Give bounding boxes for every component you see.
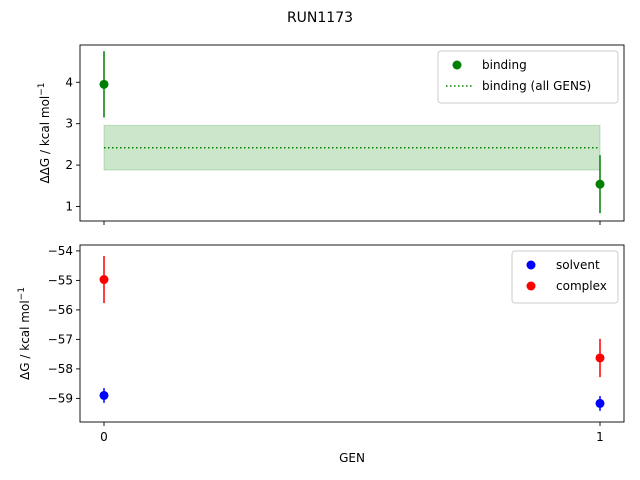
- data-point: [99, 390, 109, 400]
- legend-frame: [511, 250, 619, 304]
- y-axis-label: ΔG / kcal mol−1: [17, 287, 32, 380]
- legend-marker: [452, 60, 462, 70]
- y-tick-label: 4: [65, 75, 73, 89]
- legend-frame: [437, 50, 619, 104]
- y-tick-label: −55: [48, 273, 73, 287]
- y-axis-label: ΔΔG / kcal mol−1: [37, 82, 52, 183]
- y-axis-label-superscript: −1: [17, 287, 27, 300]
- data-point: [595, 353, 605, 363]
- legend-label: binding (all GENS): [482, 79, 591, 93]
- y-tick-label: −54: [48, 244, 73, 258]
- legend-label: complex: [556, 279, 607, 293]
- y-tick-label: 2: [65, 158, 73, 172]
- axes-frame: [79, 244, 625, 423]
- y-tick-label: −59: [48, 391, 73, 405]
- y-tick-label: −56: [48, 303, 73, 317]
- y-tick-label: 3: [65, 117, 73, 131]
- x-tick-label: 1: [596, 430, 604, 444]
- legend-marker: [526, 281, 536, 291]
- legend-label: binding: [482, 58, 527, 72]
- chart-title: RUN1173: [287, 10, 353, 26]
- panel-1: −54 −55 −56 −57 −58 −59 0 1 ΔG / kcal mol−1 solve…: [17, 244, 625, 444]
- legend: solvent complex: [511, 250, 619, 304]
- legend-label: solvent: [556, 258, 600, 272]
- data-point: [99, 79, 109, 89]
- legend-marker: [526, 260, 536, 270]
- y-tick-label: −57: [48, 332, 73, 346]
- y-tick-label: −58: [48, 362, 73, 376]
- data-point: [595, 179, 605, 189]
- data-point: [595, 398, 605, 408]
- x-axis-label: GEN: [339, 451, 365, 465]
- x-tick-label: 0: [100, 430, 108, 444]
- y-tick-label: 1: [65, 200, 73, 214]
- y-axis-label-superscript: −1: [37, 82, 47, 95]
- data-point: [99, 275, 109, 285]
- axes-frame: [79, 44, 625, 222]
- legend: binding binding (all GENS): [437, 50, 619, 104]
